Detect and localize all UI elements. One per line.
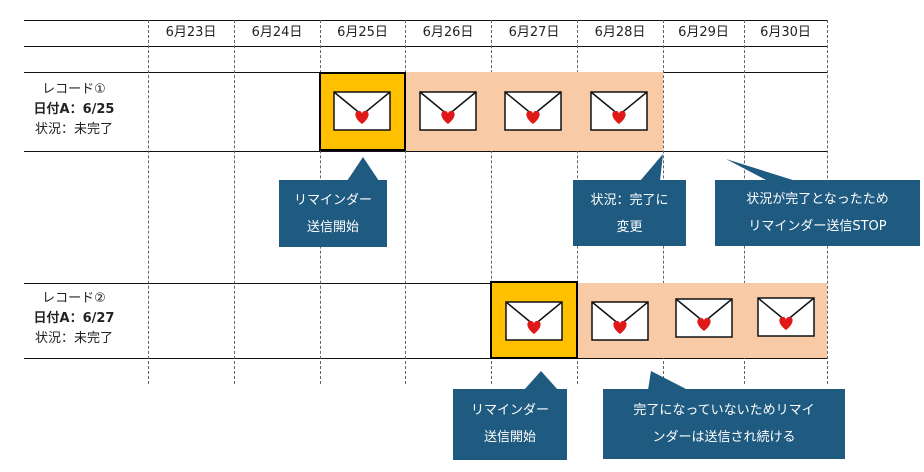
envelope-heart-icon [419, 91, 477, 131]
grid-line [24, 46, 827, 47]
date-header: 6月23日 [165, 25, 217, 40]
envelope-heart-icon [504, 91, 562, 131]
callout-reminder-continues: 完了になっていないためリマイ ンダーは送信され続ける [603, 389, 845, 459]
envelope-heart-icon [757, 297, 815, 337]
envelope-heart-icon [590, 91, 648, 131]
column-divider [405, 20, 406, 384]
callout-tail [347, 157, 379, 181]
record-status: 状況：未完了 [34, 331, 113, 346]
date-header: 6月24日 [251, 25, 303, 40]
record-title: レコード① [42, 82, 106, 97]
callout-tail [726, 159, 796, 181]
callout-line: 状況：完了に [590, 193, 669, 208]
date-header: 6月25日 [337, 25, 388, 40]
callout-reminder-stop: 状況が完了となったため リマインダー送信STOP [715, 180, 920, 246]
grid-line [24, 151, 827, 152]
grid-line [24, 358, 827, 359]
callout-line: ンダーは送信され続ける [652, 430, 796, 445]
date-header: 6月28日 [594, 25, 646, 40]
grid-line [24, 283, 827, 284]
callout-line: リマインダー送信STOP [748, 219, 887, 234]
callout-tail [648, 371, 688, 390]
callout-tail [524, 371, 558, 390]
envelope-heart-icon [591, 301, 649, 341]
envelope-heart-icon [505, 301, 563, 341]
callout-line: リマインダー [293, 193, 372, 208]
record-date: 日付A：6/27 [33, 311, 115, 326]
date-header: 6月29日 [678, 25, 729, 40]
callout-status-changed: 状況：完了に 変更 [573, 180, 686, 246]
column-divider [234, 20, 235, 384]
callout-line: 変更 [616, 220, 643, 235]
column-divider [148, 20, 149, 384]
record-title: レコード② [42, 291, 106, 306]
envelope-heart-icon [333, 91, 391, 131]
date-header: 6月26日 [422, 25, 474, 40]
record-status: 状況：未完了 [34, 122, 113, 137]
grid-line [24, 20, 827, 21]
callout-line: 送信開始 [483, 430, 536, 445]
date-header: 6月27日 [508, 25, 560, 40]
record-2-label: レコード② 日付A：6/27 状況：未完了 [0, 289, 148, 349]
callout-reminder-start: リマインダー 送信開始 [279, 180, 387, 247]
callout-tail [640, 154, 663, 181]
column-divider [491, 20, 492, 384]
callout-line: 送信開始 [306, 220, 359, 235]
callout-line: 状況が完了となったため [746, 192, 889, 207]
callout-line: リマインダー [470, 403, 549, 418]
envelope-heart-icon [675, 298, 733, 338]
record-1-label: レコード① 日付A：6/25 状況：未完了 [0, 80, 148, 140]
record-date: 日付A：6/25 [33, 102, 115, 117]
callout-reminder-start: リマインダー 送信開始 [453, 389, 567, 460]
callout-line: 完了になっていないためリマイ [633, 403, 815, 418]
date-header: 6月30日 [760, 25, 811, 40]
